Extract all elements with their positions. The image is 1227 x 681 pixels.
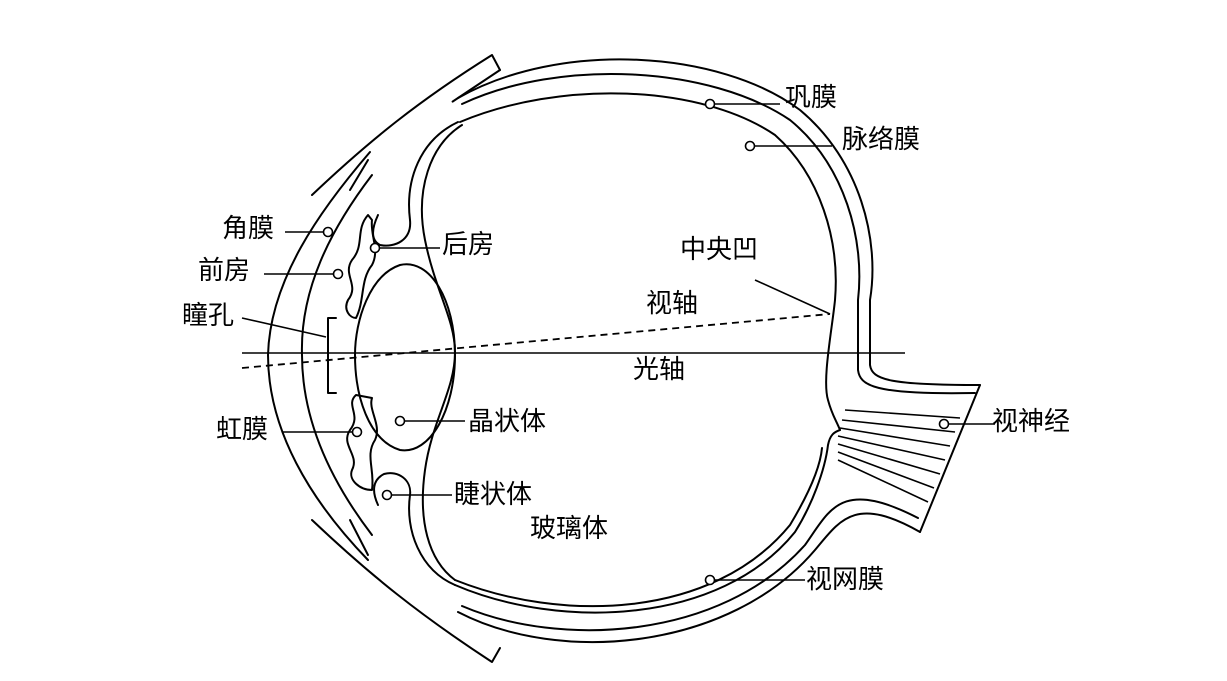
choroid-layer: [461, 73, 976, 395]
retina-layer-lower: [454, 429, 841, 614]
label-cornea: 角膜: [222, 214, 274, 244]
label-posterior-chamber: 后房: [442, 230, 494, 260]
marker-posterior-chamber: [369, 242, 381, 254]
label-ciliary-body: 睫状体: [454, 480, 532, 510]
cornea-outer: [267, 151, 371, 561]
optic-nerve-fibers: [837, 409, 961, 503]
retina-layer: [459, 92, 841, 431]
choroid-layer-lower: [461, 498, 919, 632]
sclera-outer: [457, 58, 981, 386]
vitreous-front-upper: [421, 124, 463, 353]
iris-lower: [346, 394, 378, 491]
cornea-inner: [300, 174, 373, 536]
marker-iris: [351, 426, 363, 438]
marker-anterior-chamber: [332, 268, 344, 280]
upper-lid-inner: [451, 69, 501, 103]
marker-sclera: [704, 98, 716, 110]
label-retina: 视网膜: [806, 565, 884, 595]
limbus-upper: [349, 159, 369, 191]
upper-lid-outer: [311, 54, 501, 196]
label-vitreous: 玻璃体: [530, 514, 608, 544]
ciliary-lower: [373, 472, 456, 586]
retina-inner: [454, 447, 823, 608]
iris-upper: [345, 214, 377, 319]
lens: [354, 263, 456, 452]
label-choroid: 脉络膜: [842, 125, 920, 155]
limbus-lower: [349, 519, 369, 556]
leader-fovea: [754, 279, 831, 315]
lower-lid-outer: [311, 519, 501, 663]
marker-choroid: [744, 140, 756, 152]
marker-cornea: [322, 226, 334, 238]
leader-pupil: [241, 317, 327, 338]
label-fovea: 中央凹: [680, 235, 758, 265]
pupil-bracket: [327, 317, 337, 394]
marker-ciliary: [381, 489, 393, 501]
label-visual-axis: 视轴: [646, 289, 698, 319]
label-sclera: 巩膜: [785, 83, 837, 113]
marker-optic-nerve: [938, 418, 950, 430]
marker-retina: [704, 574, 716, 586]
label-pupil: 瞳孔: [182, 301, 234, 331]
label-lens: 晶状体: [468, 407, 546, 437]
label-anterior-chamber: 前房: [198, 256, 250, 286]
optic-nerve-outline: [919, 384, 981, 533]
visual-axis-line: [241, 313, 831, 369]
vitreous-front-lower: [421, 351, 456, 581]
marker-lens: [394, 415, 406, 427]
sclera-outer-lower: [457, 512, 921, 644]
label-iris: 虹膜: [216, 415, 268, 445]
label-optic-nerve: 视神经: [992, 407, 1070, 437]
label-optical-axis: 光轴: [633, 355, 685, 385]
